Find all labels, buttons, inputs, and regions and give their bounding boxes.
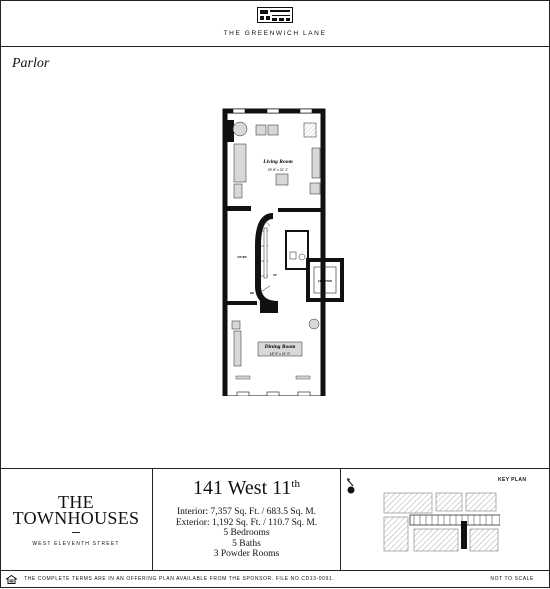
elevator-car [313,266,337,294]
sofa [233,143,247,183]
interior-wall [227,206,251,211]
key-plan-map [383,492,500,552]
townhouses-street: WEST ELEVENTH STREET [32,541,120,547]
chest [303,122,317,138]
armchair [255,124,267,136]
key-plan-block [435,492,463,512]
north-compass-icon [347,478,355,494]
window [299,108,313,114]
window [266,391,280,396]
interior-wall [260,301,278,313]
console-table [311,147,321,179]
staircase [255,213,279,307]
dining-room-dimensions: 18' 9" x 21' 0" [270,352,291,356]
chair [231,320,241,330]
townhouses-line1: THE [58,492,94,512]
brand-name: THE GREENWICH LANE [223,30,327,37]
key-plan-block [383,492,433,514]
address-main: 141 West 11 [193,477,292,499]
footer: THE TOWNHOUSES WEST ELEVENTH STREET 141 … [0,468,550,571]
buffet [233,330,242,367]
key-plan-label: KEY PLAN [498,477,527,483]
townhouses-rule [72,532,80,533]
header: THE GREENWICH LANE [0,0,550,47]
floor-plan: Living Room 29' 8" x 21' 1" FOYER UP DN … [222,108,344,396]
not-to-scale-note: NOT TO SCALE [490,576,534,582]
living-room-dimensions: 29' 8" x 21' 1" [268,168,289,172]
floor-label: Parlor [12,56,50,71]
radiator [235,375,251,380]
baths: 5 Baths [232,538,261,549]
key-plan-highlight [461,521,467,549]
interior-area: Interior: 7,357 Sq. Ft. / 683.5 Sq. M. [176,507,317,517]
chair [233,183,243,199]
window [297,391,311,396]
interior-wall [278,208,322,212]
fireplace [227,120,234,142]
key-plan-townhouses [409,514,500,526]
address-suffix: th [291,478,300,490]
key-plan-block [413,528,459,552]
armchair [309,182,321,195]
living-room-label: Living Room [262,159,293,165]
armchair [275,173,289,186]
plant [308,318,320,330]
address: 141 West 11th [153,477,340,500]
townhouses-logo: THE TOWNHOUSES [0,492,152,528]
window [266,108,280,114]
bedrooms: 5 Bedrooms [223,528,270,538]
window [236,391,250,396]
dining-table [257,341,303,357]
powder-rooms: 3 Powder Rooms [213,549,280,559]
powder-room-wall [285,230,309,270]
stair-rail [263,227,268,279]
key-plan-block [469,528,499,552]
building-logo-icon [257,7,293,23]
armchair [267,124,279,136]
townhouses-line2: TOWNHOUSES [12,508,140,528]
foyer-label: FOYER [238,255,247,259]
elevator-shaft [306,258,344,302]
sink [289,251,297,260]
dining-room-label: Dining Room [264,344,296,350]
key-plan-block [465,492,497,512]
footer-divider [340,469,341,571]
elevator-label: ELEVATOR [318,279,332,283]
footer-divider [152,469,153,571]
side-table [232,121,248,137]
window [232,108,246,114]
legal-bar: THE COMPLETE TERMS ARE IN AN OFFERING PL… [0,570,550,589]
interior-wall [227,301,257,305]
key-plan-block [383,516,409,552]
unit-stats: Interior: 7,357 Sq. Ft. / 683.5 Sq. M. E… [153,507,340,560]
legal-disclaimer: THE COMPLETE TERMS ARE IN AN OFFERING PL… [24,576,335,582]
equal-housing-opportunity-icon [6,575,17,584]
exterior-area: Exterior: 1,192 Sq. Ft. / 110.7 Sq. M. [175,517,318,528]
toilet [298,253,306,261]
stair-down-label: DN [250,291,254,295]
stair-up-label: UP [273,273,277,277]
key-plan-townhouse-units [413,515,493,525]
radiator [295,375,311,380]
